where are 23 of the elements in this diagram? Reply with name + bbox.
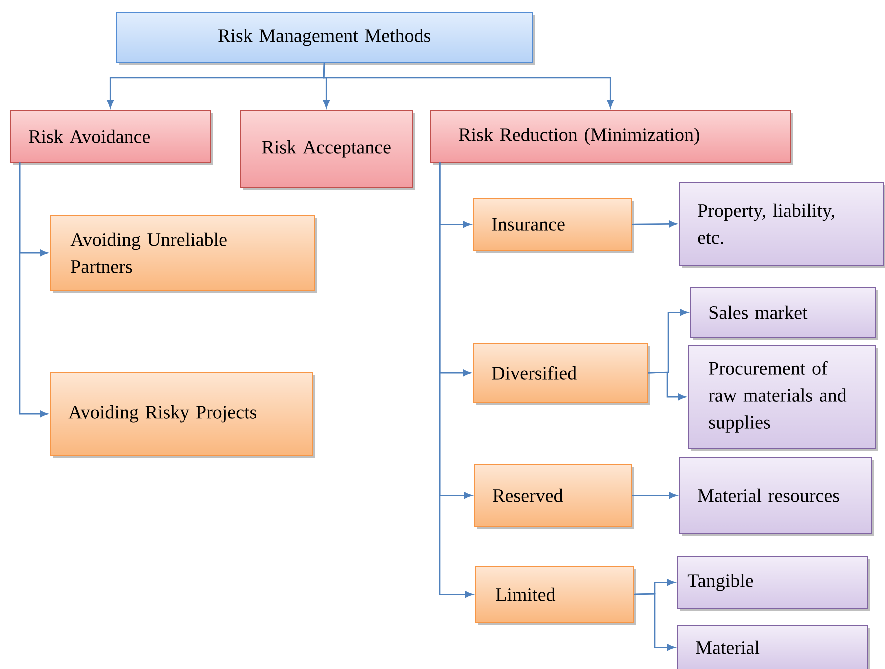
arrow [323, 63, 614, 108]
method-box: Reserved [474, 464, 632, 528]
detail-box: Property, liability, etc. [679, 182, 884, 266]
method-box: Limited [475, 566, 634, 624]
method-box: Insurance [473, 198, 632, 252]
arrow [632, 492, 678, 500]
detail-box: Material [677, 625, 868, 669]
category-box: Risk Avoidance [10, 110, 212, 164]
method-box: Avoiding Unreliable Partners [50, 215, 316, 292]
arrow [632, 220, 678, 228]
arrow [634, 593, 676, 652]
arrow [19, 162, 48, 418]
title-box: Risk Management Methods [116, 12, 534, 64]
detail-box: Tangible [677, 556, 868, 610]
category-box: Risk Reduction (Minimization) [430, 110, 792, 164]
arrow [648, 372, 686, 401]
arrow [439, 162, 474, 598]
category-box: Risk Acceptance [240, 110, 414, 188]
detail-box: Procurement of raw materials and supplies [688, 345, 876, 450]
method-box: Avoiding Risky Projects [50, 372, 314, 456]
detail-box: Material resources [679, 457, 872, 534]
detail-box: Sales market [690, 287, 876, 338]
method-box: Diversified [473, 343, 648, 404]
